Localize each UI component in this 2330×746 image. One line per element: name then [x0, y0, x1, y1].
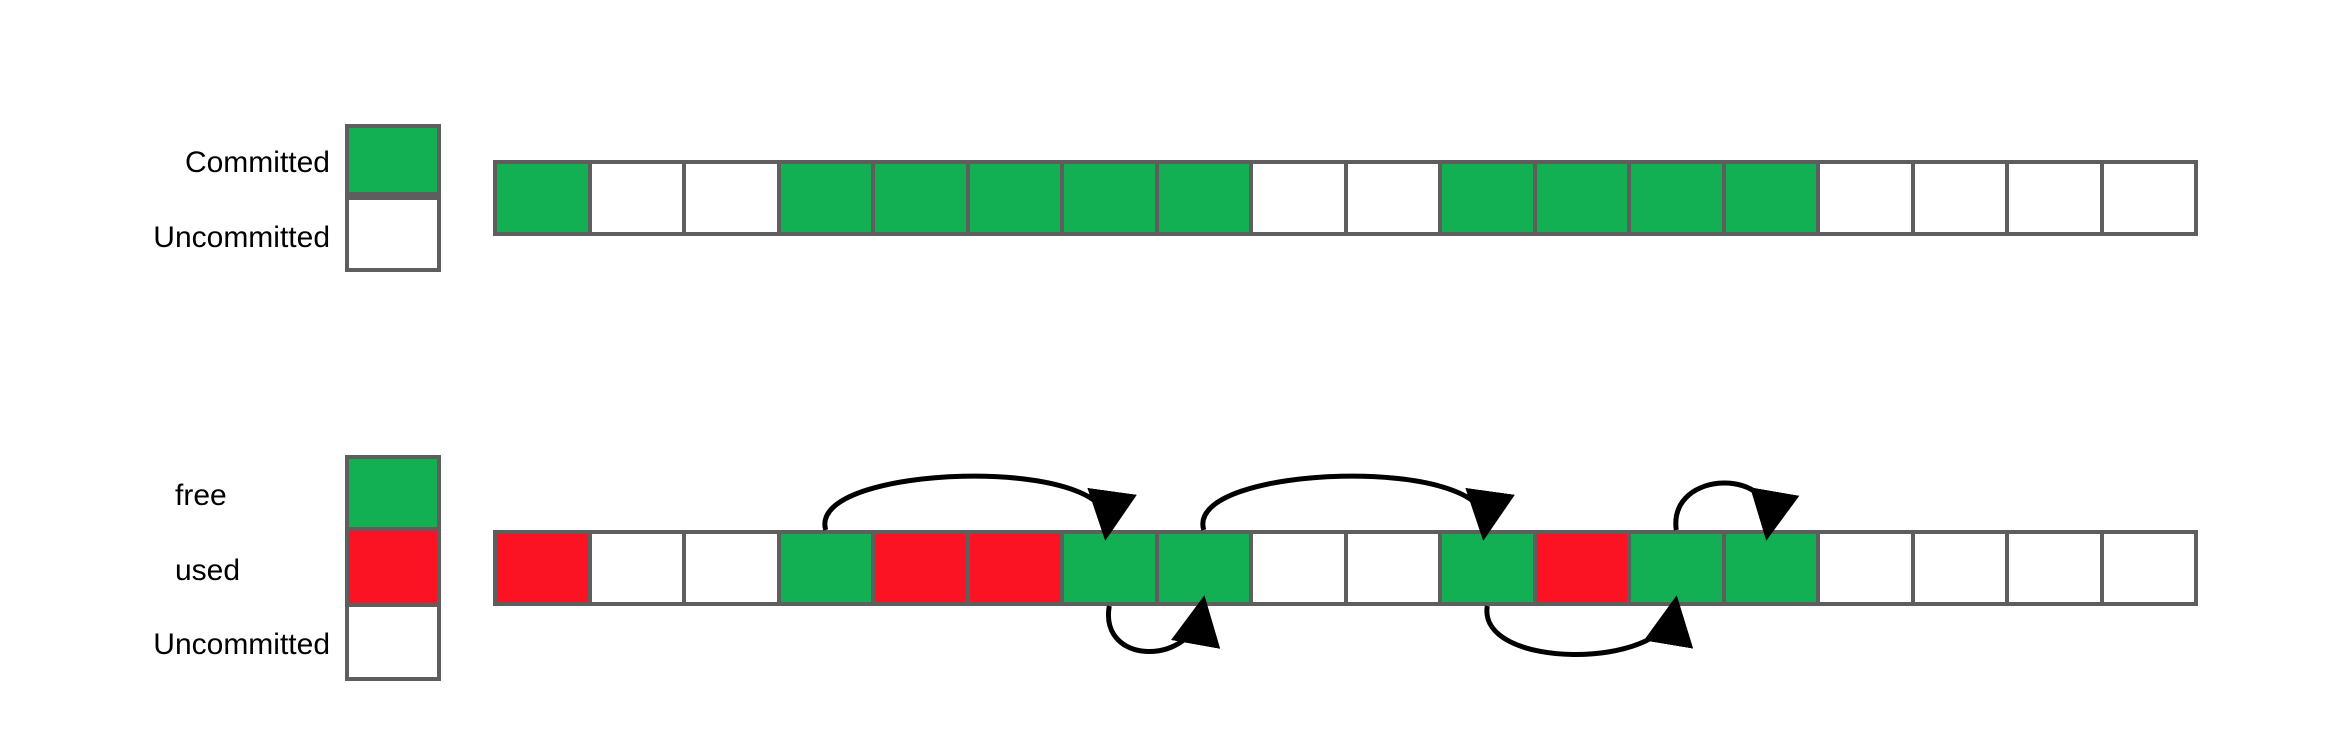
block-cell-uncommitted [587, 530, 686, 606]
block-cell-uncommitted [1816, 160, 1915, 236]
block-cell-uncommitted [2099, 160, 2198, 236]
block-cell-uncommitted [2005, 530, 2104, 606]
free-list-arrow [822, 473, 1137, 541]
block-cell-uncommitted [682, 160, 781, 236]
block-cell-committed [1438, 160, 1537, 236]
block-cell-uncommitted [1910, 530, 2009, 606]
uncommitted-swatch-top [345, 196, 441, 272]
block-cell-free [1438, 530, 1537, 606]
block-cell-committed [1721, 160, 1820, 236]
block-cell-uncommitted [1249, 530, 1348, 606]
committed-label: Committed [184, 146, 330, 179]
block-cell-used [871, 530, 970, 606]
block-cell-uncommitted [1816, 530, 1915, 606]
block-cell-uncommitted [1343, 530, 1442, 606]
block-cell-used [1532, 530, 1631, 606]
uncommitted-swatch-bottom [345, 603, 441, 681]
free-list-arrow [1484, 595, 1694, 657]
block-cell-committed [1532, 160, 1631, 236]
block-cell-uncommitted [2099, 530, 2198, 606]
block-cell-uncommitted [2005, 160, 2104, 236]
free-label: free [175, 479, 227, 512]
uncommitted-label-top: Uncommitted [153, 221, 330, 254]
block-cell-uncommitted [1249, 160, 1348, 236]
block-cell-free [1627, 530, 1726, 606]
block-cell-committed [1627, 160, 1726, 236]
block-cell-committed [493, 160, 592, 236]
free-swatch [345, 455, 441, 531]
uncommitted-label-bottom: Uncommitted [153, 628, 330, 661]
block-cell-free [776, 530, 875, 606]
block-cell-uncommitted [682, 530, 781, 606]
committed-swatch [345, 124, 441, 196]
block-cell-uncommitted [587, 160, 686, 236]
free-list-arrow [1106, 595, 1221, 654]
block-cell-free [1721, 530, 1820, 606]
block-cell-used [965, 530, 1064, 606]
block-cell-committed [871, 160, 970, 236]
block-cell-uncommitted [1343, 160, 1442, 236]
block-cell-free [1060, 530, 1159, 606]
free-list-arrow [1673, 480, 1800, 541]
block-cell-uncommitted [1910, 160, 2009, 236]
committed-state-strip [493, 160, 2198, 236]
used-swatch [345, 527, 441, 607]
block-cell-committed [1060, 160, 1159, 236]
block-cell-committed [776, 160, 875, 236]
block-cell-committed [1154, 160, 1253, 236]
free-list-arrow [1200, 473, 1515, 541]
block-cell-committed [965, 160, 1064, 236]
block-cell-free [1154, 530, 1253, 606]
block-cell-used [493, 530, 592, 606]
block-usage-strip [493, 530, 2198, 606]
used-label: used [175, 554, 241, 587]
